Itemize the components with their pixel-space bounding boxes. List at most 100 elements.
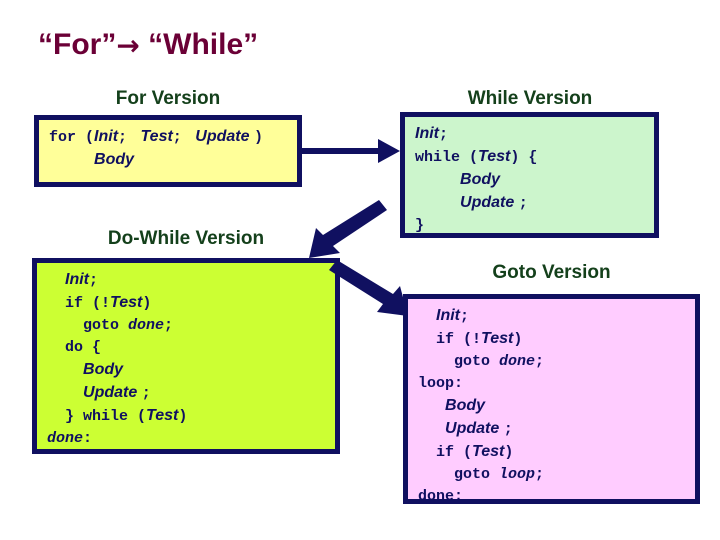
arrow-do-while-to-goto-icon <box>329 260 408 316</box>
code-box-do-while: Init; if (!Test) goto done; do { Body Up… <box>32 258 340 454</box>
code-keyword: ; <box>460 308 470 325</box>
heading-goto-version: Goto Version <box>492 262 611 283</box>
code-keyword <box>47 385 83 402</box>
code-box-goto: Init; if (!Test) goto done;loop: Body Up… <box>403 294 700 505</box>
code-keyword: ; <box>89 272 99 289</box>
code-keyword: ; <box>439 126 449 143</box>
code-keyword: ( <box>137 408 147 425</box>
code-keyword: ) { <box>510 149 538 166</box>
code-keyword: if <box>47 295 93 312</box>
code-keyword: (! <box>463 331 482 348</box>
code-line: Body <box>418 395 687 418</box>
code-line: Init; <box>415 123 646 146</box>
arrow-while-to-do-while-icon <box>309 200 387 258</box>
code-placeholder: Init <box>94 128 119 145</box>
code-line: goto done; <box>418 351 687 373</box>
code-line: Update ; <box>47 382 327 405</box>
code-keyword: ) <box>253 129 263 146</box>
code-placeholder: Test <box>478 148 511 165</box>
code-keyword: ) <box>504 444 514 461</box>
right-arrow-icon: → <box>116 29 140 62</box>
code-keyword <box>418 308 436 325</box>
code-line: while (Test) { <box>415 146 646 169</box>
title-left-text: “For” <box>38 28 117 61</box>
code-keyword: ; <box>503 421 513 438</box>
code-placeholder: Test <box>136 128 173 145</box>
title-right-text: “While” <box>148 28 259 61</box>
code-line: Body <box>47 359 327 382</box>
code-placeholder: Init <box>436 307 461 324</box>
code-line: Init; <box>418 305 687 328</box>
code-keyword: : <box>83 430 93 447</box>
code-keyword <box>49 152 94 169</box>
code-placeholder: Init <box>65 271 90 288</box>
code-keyword: for <box>49 129 86 146</box>
code-keyword: ; <box>535 353 545 370</box>
code-line: Update ; <box>418 418 687 441</box>
code-line: goto loop; <box>418 464 687 486</box>
code-line: do { <box>47 337 327 359</box>
code-line: done: <box>418 486 687 508</box>
code-placeholder: Update <box>83 384 142 401</box>
code-keyword: ( <box>469 149 479 166</box>
code-line: if (Test) <box>418 441 687 464</box>
code-keyword: ; <box>518 195 528 212</box>
code-placeholder: Test <box>481 330 514 347</box>
code-placeholder: Init <box>415 125 439 142</box>
code-keyword: loop: <box>418 375 464 392</box>
page-title: “For”→ “While” <box>38 28 258 62</box>
code-keyword: (! <box>92 295 111 312</box>
code-placeholder: Test <box>472 443 505 460</box>
code-placeholder: done <box>128 317 165 334</box>
code-keyword: ) <box>178 408 188 425</box>
code-box-while: Init;while (Test) { Body Update ;} <box>400 112 659 238</box>
code-keyword: goto <box>418 353 500 370</box>
code-line: } while (Test) <box>47 405 327 428</box>
code-keyword <box>47 362 83 379</box>
code-placeholder: Body <box>445 397 486 414</box>
code-keyword: done: <box>418 488 464 505</box>
code-keyword: ; <box>141 385 151 402</box>
code-line: done: <box>47 428 327 450</box>
code-placeholder: loop <box>499 466 536 483</box>
code-box-for: for (Init; Test; Update ) Body <box>34 115 302 187</box>
code-placeholder: done <box>499 353 536 370</box>
code-keyword: ( <box>463 444 473 461</box>
code-placeholder: Update <box>460 194 519 211</box>
arrow-for-to-while-icon <box>302 139 400 163</box>
code-line: if (!Test) <box>418 328 687 351</box>
code-keyword <box>415 195 460 212</box>
code-placeholder: Body <box>460 171 501 188</box>
code-keyword: } <box>415 217 425 234</box>
code-keyword: ; <box>172 129 191 146</box>
code-placeholder: Body <box>94 151 135 168</box>
code-line: Init; <box>47 269 327 292</box>
code-line: for (Init; Test; Update ) <box>49 126 289 149</box>
code-keyword: } while <box>47 408 138 425</box>
code-placeholder: Body <box>83 361 124 378</box>
code-keyword <box>418 421 445 438</box>
code-keyword <box>47 272 65 289</box>
code-keyword: ) <box>142 295 152 312</box>
code-keyword: ( <box>85 129 95 146</box>
code-keyword: goto <box>418 466 500 483</box>
code-keyword: while <box>415 149 470 166</box>
code-keyword: ; <box>535 466 545 483</box>
heading-while-version: While Version <box>467 88 593 109</box>
code-keyword <box>418 398 445 415</box>
code-keyword: ; <box>118 129 137 146</box>
code-line: Update ; <box>415 192 646 215</box>
code-keyword: if <box>418 331 464 348</box>
code-line: goto done; <box>47 315 327 337</box>
code-keyword: if <box>418 444 464 461</box>
code-placeholder: Test <box>110 294 143 311</box>
heading-for-version: For Version <box>115 88 221 109</box>
code-keyword: do { <box>47 339 102 356</box>
code-placeholder: Update <box>190 128 254 145</box>
code-keyword <box>415 172 460 189</box>
code-keyword: ; <box>164 317 174 334</box>
code-keyword: ) <box>513 331 523 348</box>
code-line: if (!Test) <box>47 292 327 315</box>
code-line: loop: <box>418 373 687 395</box>
